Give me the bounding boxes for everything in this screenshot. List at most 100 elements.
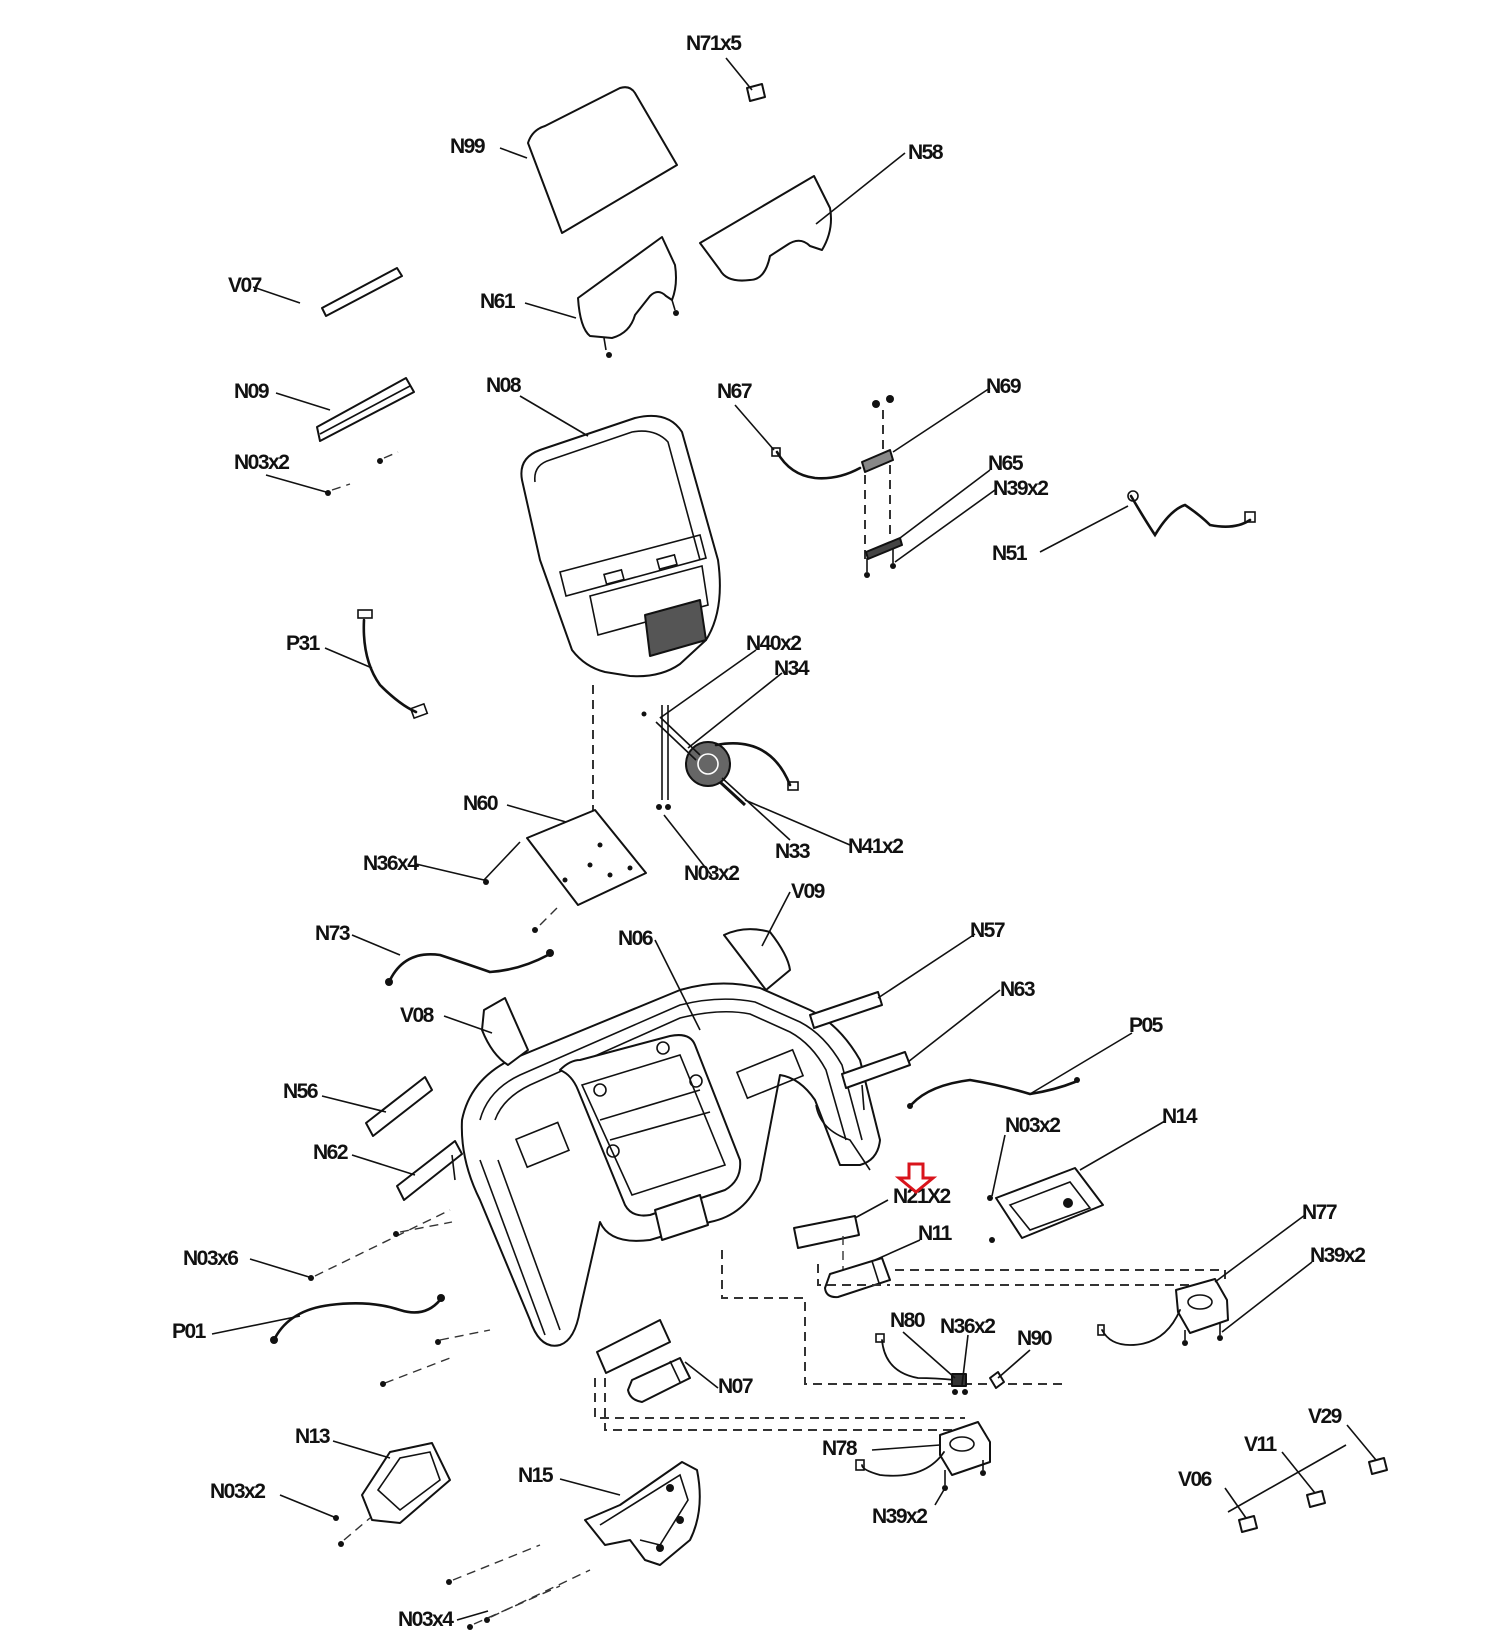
label-n78: N78 [822, 1437, 858, 1460]
part-n03-screws-fan[interactable] [656, 804, 671, 810]
label-n36x2: N36x2 [940, 1315, 995, 1338]
part-v29-label[interactable] [1368, 1457, 1388, 1475]
label-n09: N09 [234, 380, 269, 403]
part-n77-speaker[interactable] [1097, 1278, 1229, 1346]
part-n36-screws-sensor[interactable] [952, 1389, 968, 1395]
part-n08-console-housing[interactable] [520, 414, 721, 678]
label-n90: N90 [1017, 1327, 1052, 1350]
label-n40x2: N40x2 [746, 632, 801, 655]
label-n61: N61 [480, 290, 516, 313]
label-n34: N34 [774, 657, 810, 680]
label-v06: V06 [1178, 1468, 1212, 1491]
label-n63: N63 [1000, 978, 1035, 1001]
part-n07-button-module[interactable] [627, 1357, 691, 1403]
label-n71x5: N71x5 [686, 32, 742, 55]
part-n73-cable[interactable] [385, 949, 554, 986]
part-n62-trim-strip[interactable] [396, 1140, 463, 1201]
part-n40-screws[interactable] [641, 705, 669, 800]
label-n36x4: N36x4 [363, 852, 419, 875]
label-n15: N15 [518, 1464, 554, 1487]
label-n99: N99 [450, 135, 485, 158]
label-n62: N62 [313, 1141, 348, 1164]
label-v11: V11 [1244, 1433, 1278, 1456]
label-n39x2-bottom: N39x2 [872, 1505, 927, 1528]
part-v09-cover[interactable] [723, 928, 791, 991]
part-n78-speaker[interactable] [855, 1421, 991, 1477]
part-n65-spring[interactable] [865, 537, 903, 560]
label-n11: N11 [918, 1222, 953, 1245]
part-v06-label[interactable] [1238, 1515, 1258, 1533]
highlight-arrow-icon [894, 1162, 938, 1194]
label-n51: N51 [992, 542, 1028, 565]
part-n33-fan-assembly[interactable] [685, 741, 799, 791]
part-n69-switch-clip[interactable] [861, 395, 894, 560]
part-n06-lower-console-housing[interactable] [460, 982, 881, 1347]
part-p01-cable[interactable] [270, 1294, 445, 1344]
label-p05: P05 [1129, 1014, 1164, 1037]
part-n58-overlay-right[interactable] [699, 175, 832, 282]
label-n73: N73 [315, 922, 350, 945]
part-n07-panel-strip[interactable] [596, 1319, 671, 1374]
label-n03x2-mid: N03x2 [684, 862, 739, 885]
label-p01: P01 [172, 1320, 207, 1343]
part-n56-trim-strip[interactable] [365, 1076, 433, 1137]
label-n67: N67 [717, 380, 752, 403]
part-n13-bracket[interactable] [361, 1442, 451, 1524]
part-n61-overlay-left[interactable] [577, 236, 679, 358]
part-n03-screws-n13[interactable] [333, 1515, 371, 1547]
part-n80-sensor[interactable] [875, 1333, 967, 1387]
label-n03x6: N03x6 [183, 1247, 238, 1270]
label-n03x2-top: N03x2 [234, 451, 289, 474]
label-n56: N56 [283, 1080, 318, 1103]
part-n36-screws-board[interactable] [483, 879, 561, 933]
part-n09-light-bar[interactable] [316, 377, 415, 442]
label-n13: N13 [295, 1425, 330, 1448]
part-n39-screws-top[interactable] [864, 548, 896, 578]
label-n14: N14 [1162, 1105, 1198, 1128]
label-p31: P31 [286, 632, 321, 655]
label-v29: V29 [1308, 1405, 1342, 1428]
label-n39x2-top: N39x2 [993, 477, 1048, 500]
label-n65: N65 [988, 452, 1024, 475]
label-n58: N58 [908, 141, 944, 164]
label-n80: N80 [890, 1309, 925, 1332]
part-n67-cable[interactable] [771, 447, 862, 480]
part-n39-screws-right[interactable] [1182, 1322, 1223, 1346]
label-v08-left: V08 [400, 1004, 435, 1027]
part-v07-trim-strip[interactable] [321, 267, 403, 317]
part-n21-trim-plate[interactable] [793, 1215, 860, 1272]
label-n39x2-right: N39x2 [1310, 1244, 1365, 1267]
part-n51-cable[interactable] [1127, 490, 1256, 538]
label-n06: N06 [618, 927, 653, 950]
label-n03x4: N03x4 [398, 1608, 454, 1631]
label-n07: N07 [718, 1375, 753, 1398]
part-n14-speaker-housing[interactable] [995, 1167, 1104, 1239]
part-n03-screws-left[interactable] [308, 1209, 453, 1281]
part-n63-trim-strip[interactable] [841, 1051, 911, 1111]
part-v11-label[interactable] [1306, 1490, 1326, 1508]
label-v09: V09 [791, 880, 825, 903]
label-v07: V07 [228, 274, 262, 297]
part-n03-screws-top[interactable] [325, 451, 399, 496]
part-n03-screws-n15[interactable] [446, 1544, 591, 1630]
label-n41x2: N41x2 [848, 835, 903, 858]
part-n15-bracket[interactable] [584, 1461, 701, 1566]
part-n60-control-board[interactable] [526, 809, 647, 906]
part-n41-screws[interactable] [718, 780, 747, 807]
part-v08-cover[interactable] [481, 997, 529, 1066]
part-n57-trim-strip[interactable] [809, 991, 883, 1029]
label-n03x2-right: N03x2 [1005, 1114, 1060, 1137]
part-screws-lower-left[interactable] [380, 1329, 491, 1387]
label-n57: N57 [970, 919, 1005, 942]
part-n11-button-module[interactable] [824, 1257, 891, 1299]
part-n99-overlay-window[interactable] [527, 86, 678, 234]
part-p31-cable[interactable] [357, 609, 429, 720]
part-n03-screws-right[interactable] [987, 1195, 995, 1243]
part-n90-clip[interactable] [989, 1371, 1005, 1389]
part-p05-cable[interactable] [907, 1077, 1080, 1109]
label-n69: N69 [986, 375, 1021, 398]
label-n03x2-bottom: N03x2 [210, 1480, 265, 1503]
label-n21x2: N21X2 [893, 1185, 951, 1208]
label-n60: N60 [463, 792, 498, 815]
